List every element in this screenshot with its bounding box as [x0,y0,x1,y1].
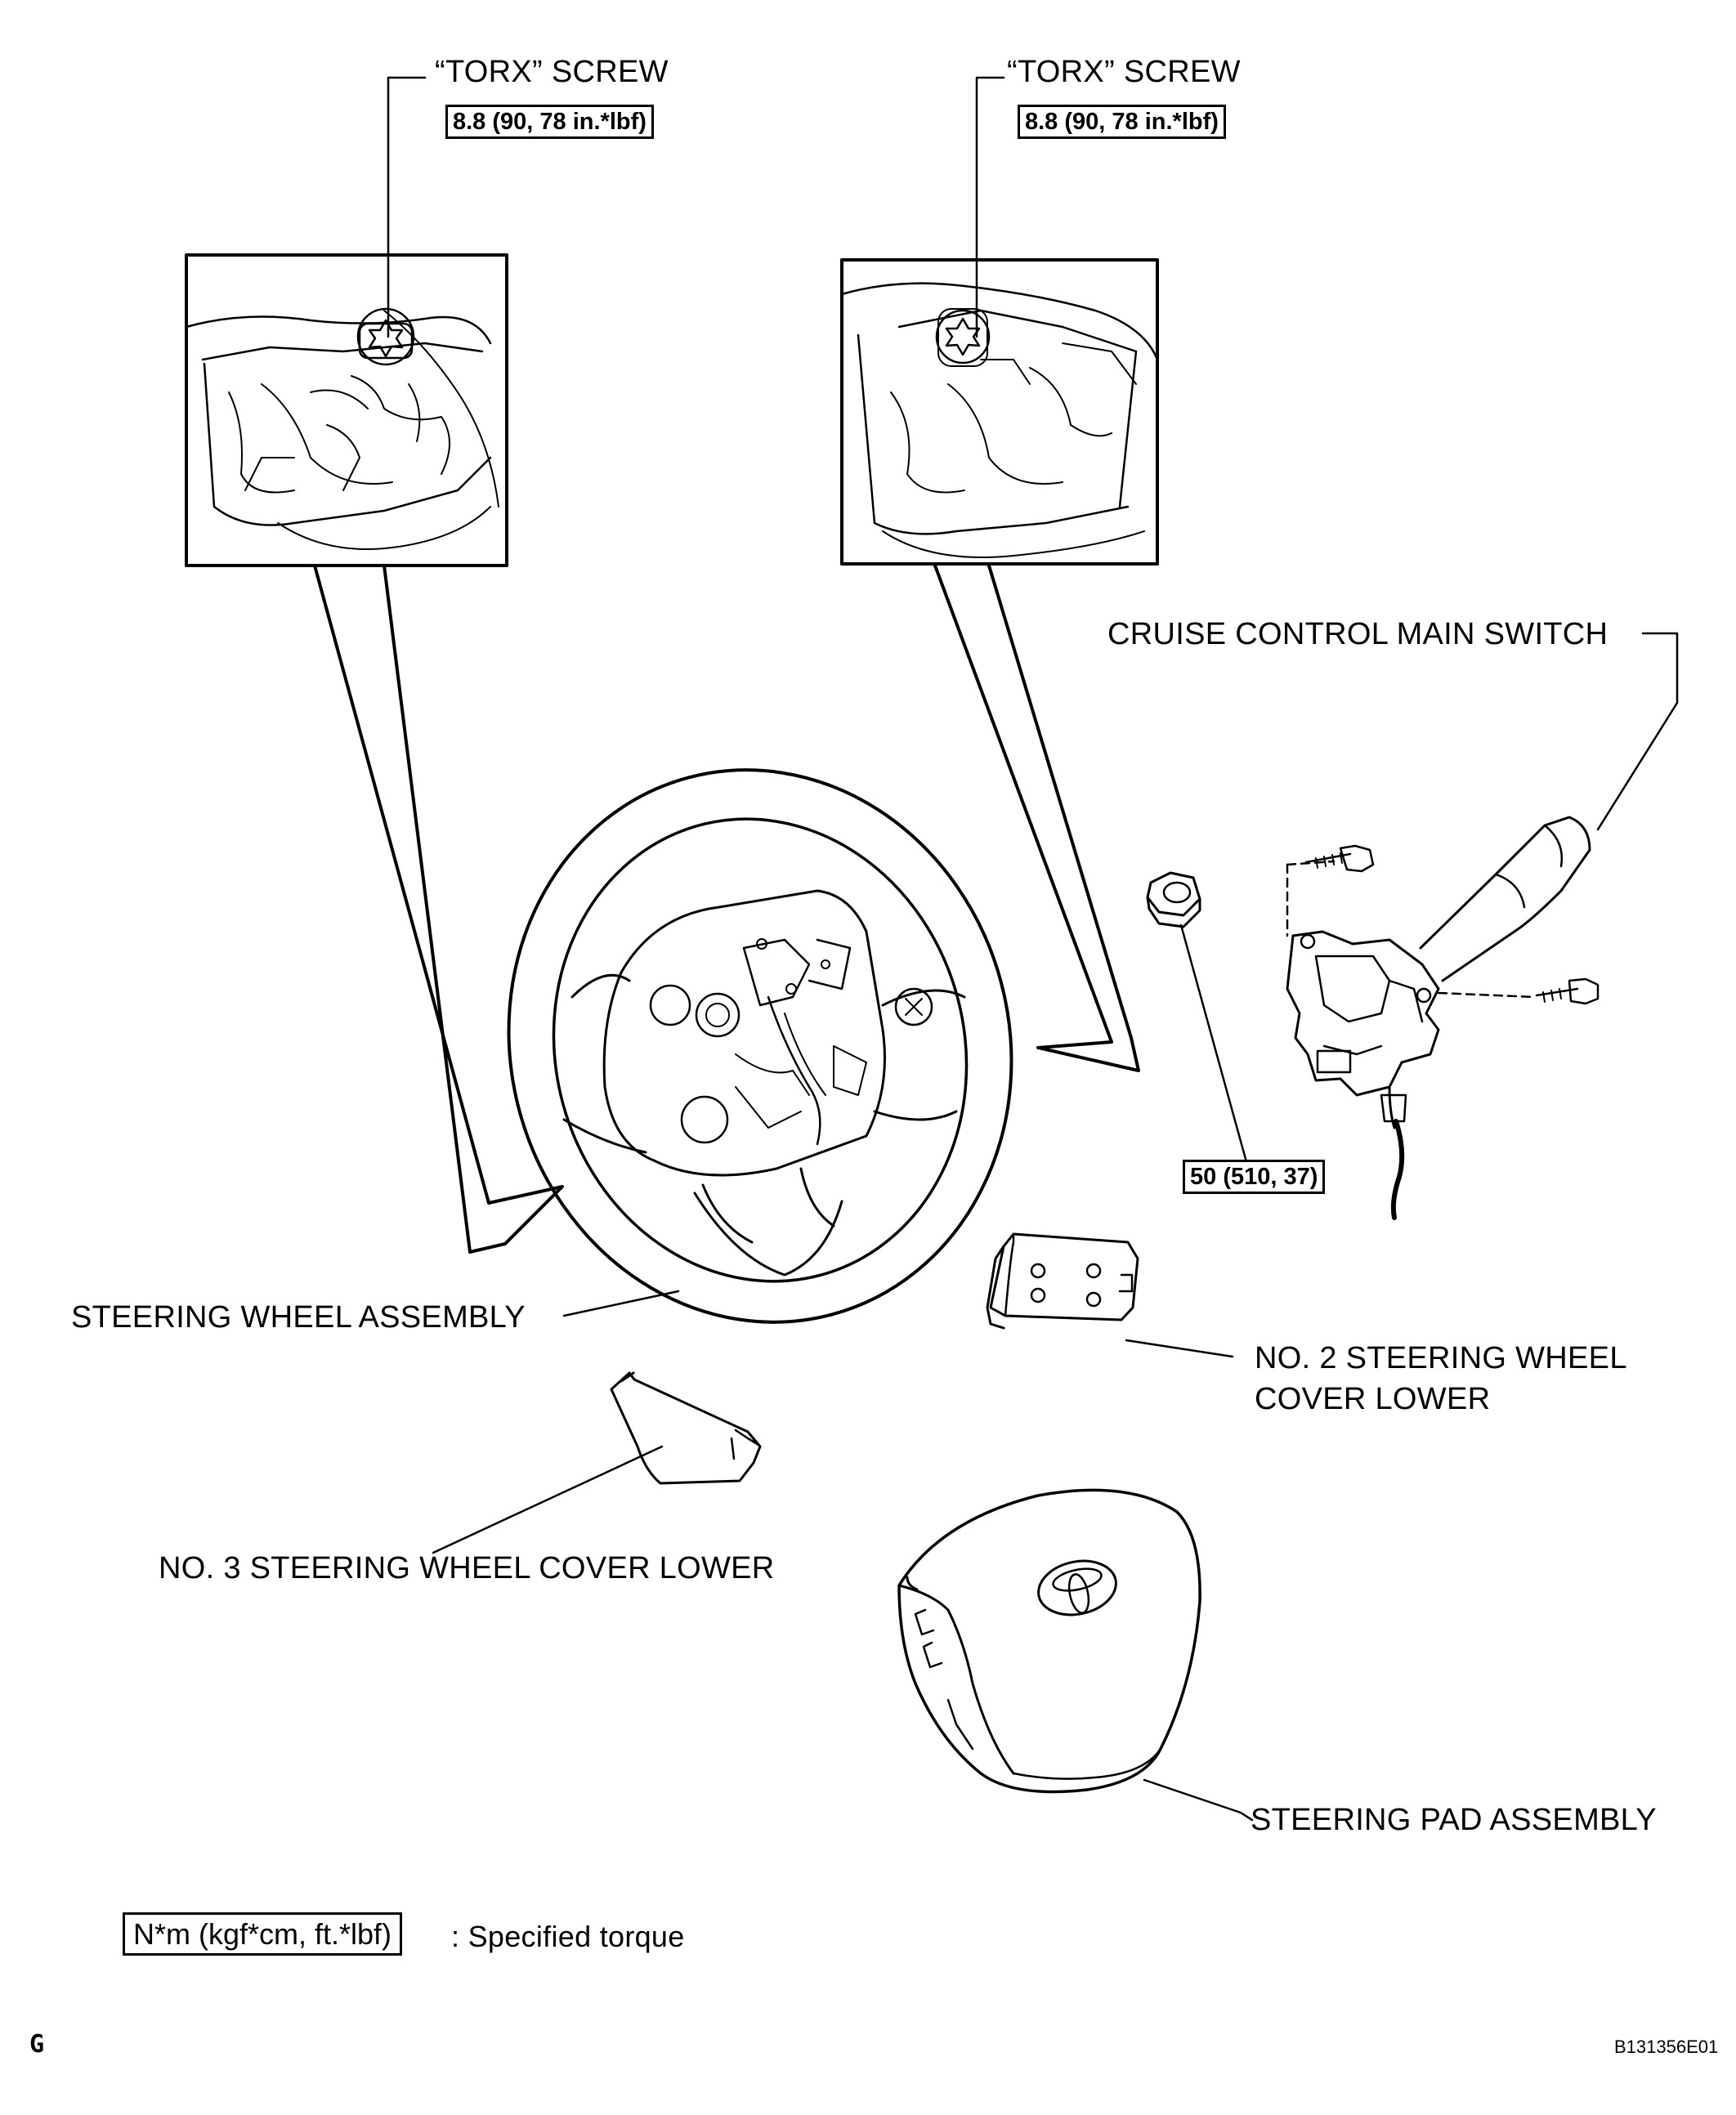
torque-spec-torx-right: 8.8 (90, 78 in.*lbf) [1018,105,1226,139]
cruise-control-main-switch-label: CRUISE CONTROL MAIN SWITCH [1107,617,1608,651]
legend-description: : Specified torque [451,1920,685,1953]
steering-wheel-assembly-label: STEERING WHEEL ASSEMBLY [71,1300,526,1335]
cruise-control-switch-drawing [1286,816,1591,1220]
torx-screw-icon [935,308,991,367]
no2-cover-lower-label-line2: COVER LOWER [1255,1382,1491,1416]
torx-screw-label-right: “TORX” SCREW [1007,55,1241,89]
no2-cover-lower-drawing [986,1232,1139,1330]
torx-screw-label-left: “TORX” SCREW [435,55,669,89]
torx-screw-icon [356,307,415,366]
section-letter: G [29,2030,45,2059]
left-callout-arrow [313,564,564,1254]
no3-cover-lower-label: NO. 3 STEERING WHEEL COVER LOWER [159,1551,775,1585]
legend-torque-unit: N*m (kgf*cm, ft.*lbf) [123,1912,403,1956]
steering-pad-assembly-label: STEERING PAD ASSEMBLY [1251,1803,1657,1837]
leader-lines [387,76,1679,1822]
no3-cover-lower-drawing [610,1371,762,1485]
toyota-emblem-icon [1037,1559,1117,1616]
bolt-icon [1304,844,1375,873]
nut-icon [1146,871,1201,928]
right-detail-view [840,258,1159,566]
figure-id: B131356E01 [1614,2037,1719,2057]
no2-cover-lower-label-line1: NO. 2 STEERING WHEEL [1255,1341,1627,1375]
right-callout-arrow [933,564,1140,1072]
left-detail-view [185,253,508,567]
steering-pad-drawing [897,1488,1201,1794]
bolt-icon [1535,977,1600,1005]
torque-spec-torx-left: 8.8 (90, 78 in.*lbf) [445,105,654,139]
steering-wheel-drawing [507,768,1013,1324]
torque-spec-nut: 50 (510, 37) [1183,1160,1326,1194]
